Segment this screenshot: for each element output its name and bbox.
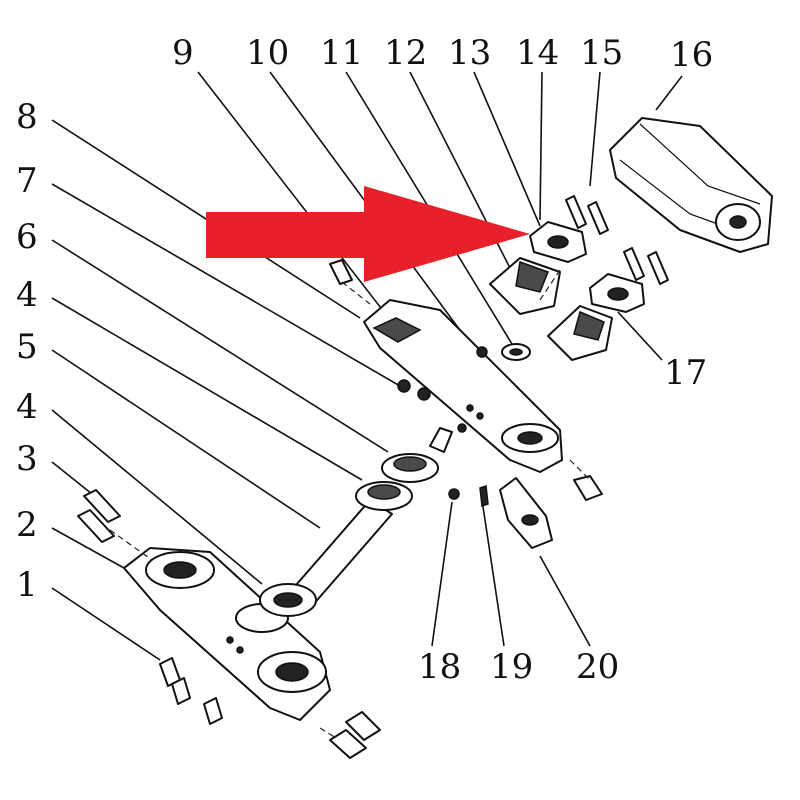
callout-4-lower: 4 [16, 387, 38, 427]
highlight-arrow [206, 186, 530, 282]
riser-base-left [489, 257, 561, 315]
bearing-upper [381, 427, 453, 483]
callout-11: 11 [320, 33, 363, 73]
callout-14: 14 [516, 33, 559, 73]
callout-4-upper: 4 [16, 275, 38, 315]
clamp-bolts [565, 195, 669, 285]
callout-2: 2 [16, 505, 38, 545]
handlebar-pad [609, 117, 773, 253]
callout-7: 7 [16, 161, 38, 201]
callout-15: 15 [580, 33, 623, 73]
callout-13: 13 [448, 33, 491, 73]
callout-20: 20 [576, 647, 619, 687]
callout-3: 3 [16, 439, 38, 479]
callout-16: 16 [670, 35, 713, 75]
bearing-lower [355, 481, 413, 511]
upper-triple-clamp [363, 299, 563, 473]
callout-5: 5 [16, 327, 38, 367]
lower-triple-clamp [123, 547, 331, 721]
callout-8: 8 [16, 97, 38, 137]
clamp-cap-right [589, 273, 645, 313]
callout-17: 17 [664, 353, 707, 393]
callout-9: 9 [172, 33, 194, 73]
callout-1: 1 [16, 565, 38, 605]
fasteners [77, 259, 603, 759]
bracket-part-20 [499, 477, 553, 549]
callout-19: 19 [490, 647, 533, 687]
callout-10: 10 [246, 33, 289, 73]
callout-18: 18 [418, 647, 461, 687]
steering-stem [259, 499, 393, 617]
clamp-cap-left [529, 221, 587, 263]
callout-12: 12 [384, 33, 427, 73]
riser-base-right [547, 305, 613, 361]
callout-6: 6 [16, 217, 38, 257]
small-nuts [397, 343, 531, 401]
assembly-axes [109, 269, 591, 739]
